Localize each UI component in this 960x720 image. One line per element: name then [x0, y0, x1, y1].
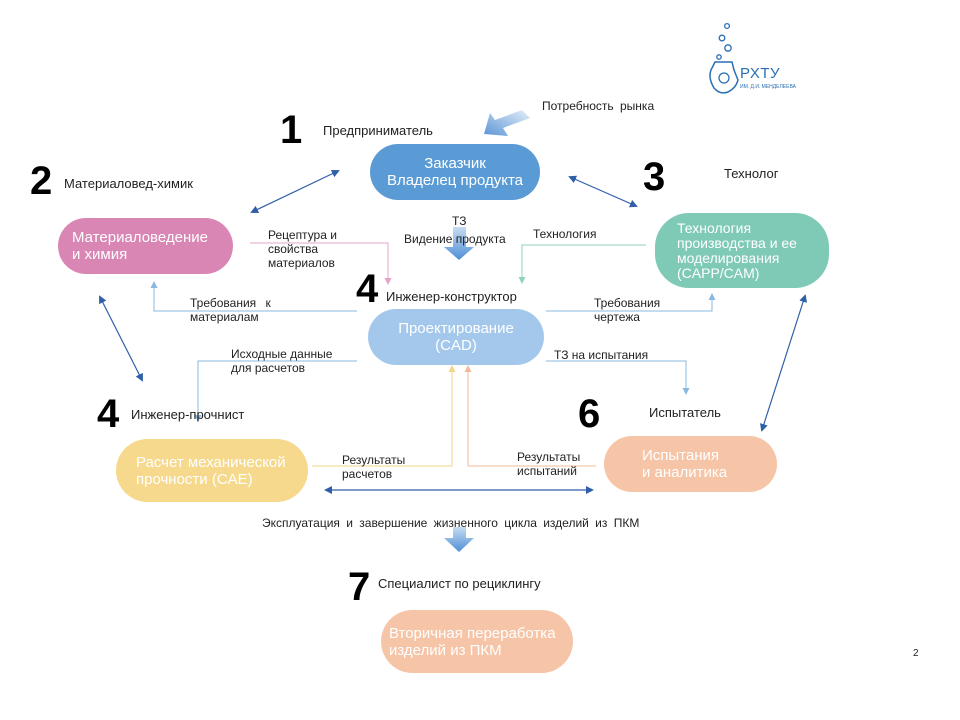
arrow-technology-tests [760, 294, 807, 432]
role-number-1: 1 [280, 108, 303, 152]
logo-subtitle: ИМ. Д.И. МЕНДЕЛЕЕВА [740, 84, 796, 90]
label-test-results: Результаты испытаний [517, 450, 581, 478]
role-number-6: 6 [578, 392, 601, 436]
label-initial-data: Исходные данные для расчетов [231, 347, 333, 375]
customer-box: Заказчик Владелец продукта [370, 144, 540, 200]
role-title-technologist: Технолог [724, 166, 779, 181]
recycling-box: Вторичная переработка изделий из ПКМ [381, 610, 573, 673]
role-number-3: 3 [643, 155, 666, 199]
technology-box: Технология производства и ее моделирован… [655, 213, 829, 288]
arrow-calc-results [312, 365, 456, 467]
calc-box: Расчет механической прочности (CAE) [116, 439, 308, 502]
label-exploitation: Эксплуатация и завершение жизненного цик… [262, 516, 640, 530]
customer-box-text: Заказчик Владелец продукта [386, 155, 524, 189]
role-title-tester: Испытатель [649, 405, 721, 420]
arrow-material-requirements [150, 281, 357, 312]
arrow-test-tz [546, 360, 690, 395]
logo-icon [709, 22, 739, 94]
design-box-text: Проектирование (CAD) [398, 320, 514, 354]
label-tz: ТЗ [452, 214, 467, 228]
tests-box: Испытания и аналитика [604, 436, 777, 492]
tz-arrow [444, 227, 474, 260]
role-title-strength-engineer: Инженер-прочнист [131, 407, 245, 422]
arrow-materials-calc [99, 295, 143, 382]
role-title-recycling-specialist: Специалист по рециклингу [378, 576, 541, 591]
arrow-initial-data [194, 360, 357, 422]
role-number-7: 7 [348, 565, 371, 609]
arrow-test-results [464, 365, 596, 467]
recycling-box-text: Вторичная переработка изделий из ПКМ [389, 624, 556, 659]
label-drawing-requirements: Требования чертежа [594, 296, 661, 324]
label-product-vision: Видение продукта [404, 232, 506, 246]
role-title-design-engineer: Инженер-конструктор [386, 289, 517, 304]
logo-name: РХТУ [740, 65, 781, 82]
page-number: 2 [913, 648, 919, 659]
calc-box-text: Расчет механической прочности (CAE) [136, 453, 286, 488]
tests-box-text: Испытания и аналитика [642, 447, 728, 481]
arrow-recipe [250, 242, 392, 285]
role-number-2: 2 [30, 159, 53, 203]
arrow-customer-materials [250, 169, 340, 214]
label-recipe: Рецептура и свойства материалов [268, 228, 337, 270]
label-technology: Технология [533, 227, 597, 241]
arrow-customer-technology [568, 175, 638, 208]
role-title-entrepreneur: Предприниматель [323, 123, 433, 138]
technology-box-text: Технология производства и ее моделирован… [677, 219, 797, 281]
materials-box-text: Материаловедение и химия [72, 229, 208, 263]
design-box: Проектирование (CAD) [368, 309, 544, 365]
role-number-4b: 4 [97, 392, 120, 436]
market-need-label: Потребность рынка [542, 99, 655, 113]
role-title-materials-chemist: Материаловед-химик [64, 176, 193, 191]
role-number-4a: 4 [356, 267, 379, 311]
exploitation-arrow [444, 527, 474, 552]
label-calc-results: Результаты расчетов [342, 453, 406, 481]
label-test-tz: ТЗ на испытания [554, 348, 649, 362]
market-need-arrow [484, 110, 530, 136]
arrow-technology-design [518, 244, 646, 284]
materials-box: Материаловедение и химия [58, 218, 233, 274]
label-material-requirements: Требования к материалам [190, 296, 271, 324]
arrow-drawing-requirements [546, 293, 716, 312]
